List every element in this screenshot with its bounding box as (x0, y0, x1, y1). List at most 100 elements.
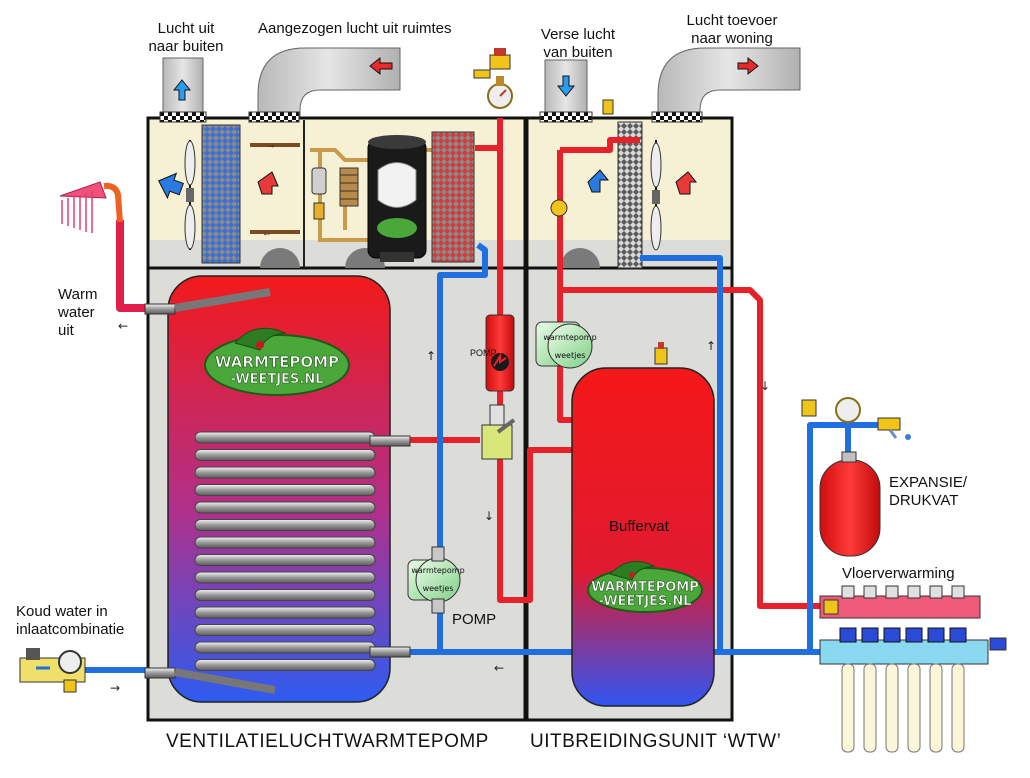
inlet-combination (19, 648, 86, 693)
warm-water-out-pipe (116, 220, 148, 312)
buffer-tank (571, 367, 715, 707)
coil-loop (194, 659, 376, 671)
circulation-pump-right: warmtepomp weetjes (535, 321, 597, 369)
coil-loop (194, 571, 376, 584)
label-expansie: EXPANSIE/DRUKVAT (889, 474, 968, 509)
label-pomp-small: POMP (470, 348, 497, 358)
svg-text:weetjes: weetjes (555, 351, 586, 360)
evaporator-coil-left (201, 124, 241, 264)
coil-loop (194, 624, 376, 636)
svg-text:→: → (110, 681, 120, 695)
svg-text:↓: ↓ (760, 379, 770, 393)
warmtepomp-logo-buffer: WARMTEPOMP -WEETJES.NL (587, 561, 703, 613)
fan-right (650, 140, 662, 251)
manifold-flow-meter (905, 627, 923, 643)
warmtepomp-logo-left: WARMTEPOMP -WEETJES.NL (204, 327, 350, 396)
coil-loop (194, 554, 376, 566)
manifold-flow-meter (883, 627, 901, 643)
duct-air-in-rooms (248, 47, 401, 123)
svg-text:-WEETJES.NL: -WEETJES.NL (599, 594, 692, 609)
floor-heating-loop (841, 663, 855, 753)
flow-direction-mark: → (266, 140, 276, 151)
manifold-end-fitting (989, 637, 1007, 651)
manifold-valve-cap (929, 585, 943, 599)
flow-arrow-icon (158, 172, 184, 200)
manifold-flow-meter (861, 627, 879, 643)
svg-text:weetjes: weetjes (423, 584, 454, 593)
label-air-in-rooms: Aangezogen lucht uit ruimtes (258, 20, 452, 37)
coil-loop (194, 449, 376, 461)
label-unit-right: UITBREIDINGSUNIT ‘WTW’ (530, 731, 782, 752)
svg-text:↑: ↑ (706, 339, 716, 353)
manifold-valve-cap (863, 585, 877, 599)
tank-connections (144, 288, 411, 694)
wtw-heat-exchanger (617, 121, 643, 269)
expansion-vessel (801, 397, 911, 557)
manifold-valve-cap (885, 585, 899, 599)
coil-loop (194, 589, 376, 601)
pressure-gauge-top (473, 48, 513, 109)
heating-coil (194, 431, 376, 671)
label-unit-left: VENTILATIELUCHTWARMTEPOMP (166, 731, 489, 752)
safety-valve (602, 99, 614, 115)
supply-air-arrow-icon (737, 56, 759, 76)
svg-text:↓: ↓ (484, 509, 494, 523)
svg-text:WARMTEPOMP: WARMTEPOMP (215, 353, 339, 371)
svg-text:WARMTEPOMP: WARMTEPOMP (591, 580, 699, 595)
manifold-valve-cap (841, 585, 855, 599)
coil-loop (194, 484, 376, 496)
coil-loop (194, 466, 376, 479)
manifold-flow-meter (927, 627, 945, 643)
manifold-flow-meter (949, 627, 967, 643)
circulation-pump-left: warmtepomp weetjes (407, 546, 465, 614)
three-way-valve (481, 404, 516, 460)
svg-text:←: ← (494, 661, 504, 675)
svg-text:↑: ↑ (426, 349, 436, 363)
compressor (367, 135, 427, 262)
flow-arrow-icon (587, 169, 610, 193)
flow-arrow-icon (257, 171, 279, 195)
floor-heating-loop (885, 663, 899, 753)
electric-heater-element (485, 314, 515, 392)
manifold-end-fitting (823, 599, 839, 615)
expansion-valve (311, 167, 327, 220)
floor-heating-loop (951, 663, 965, 753)
flow-direction-mark: ← (262, 228, 272, 239)
fan-left (184, 140, 196, 250)
condenser-coil (431, 131, 475, 263)
coil-loop (194, 431, 376, 444)
label-vloerverwarming: Vloerverwarming (842, 565, 955, 582)
label-pomp: POMP (452, 611, 497, 628)
air-vent-valve (654, 342, 668, 365)
manifold-flow-meter (839, 627, 857, 643)
balance-valve (550, 199, 568, 217)
flow-arrow-icon (675, 171, 698, 195)
flow-direction-marks: ← → ↑ ↓ ← ↑ ↓ (110, 319, 770, 695)
manifold-valve-cap (951, 585, 965, 599)
floor-heating-loop (863, 663, 877, 753)
duct-fresh-air (539, 59, 593, 123)
svg-text:warmtepomp: warmtepomp (543, 333, 596, 342)
coil-loop (194, 519, 376, 531)
coil-loop (194, 606, 376, 619)
shower-head-icon (59, 181, 123, 233)
coil-loop (194, 501, 376, 514)
coil-loop (194, 641, 376, 654)
cold-water-pipes (85, 242, 880, 673)
svg-text:←: ← (118, 319, 128, 333)
label-buffervat: Buffervat (609, 518, 669, 535)
air-out-arrow-icon (172, 79, 192, 101)
coil-loop (194, 536, 376, 549)
floor-heating-loop (907, 663, 921, 753)
fresh-air-arrow-icon (556, 75, 576, 97)
svg-text:-WEETJES.NL: -WEETJES.NL (231, 372, 324, 387)
air-in-arrow-icon (369, 56, 393, 76)
floor-heating-loop (929, 663, 943, 753)
svg-text:warmtepomp: warmtepomp (411, 566, 464, 575)
manifold-valve-cap (907, 585, 921, 599)
duct-air-supply (651, 47, 801, 123)
